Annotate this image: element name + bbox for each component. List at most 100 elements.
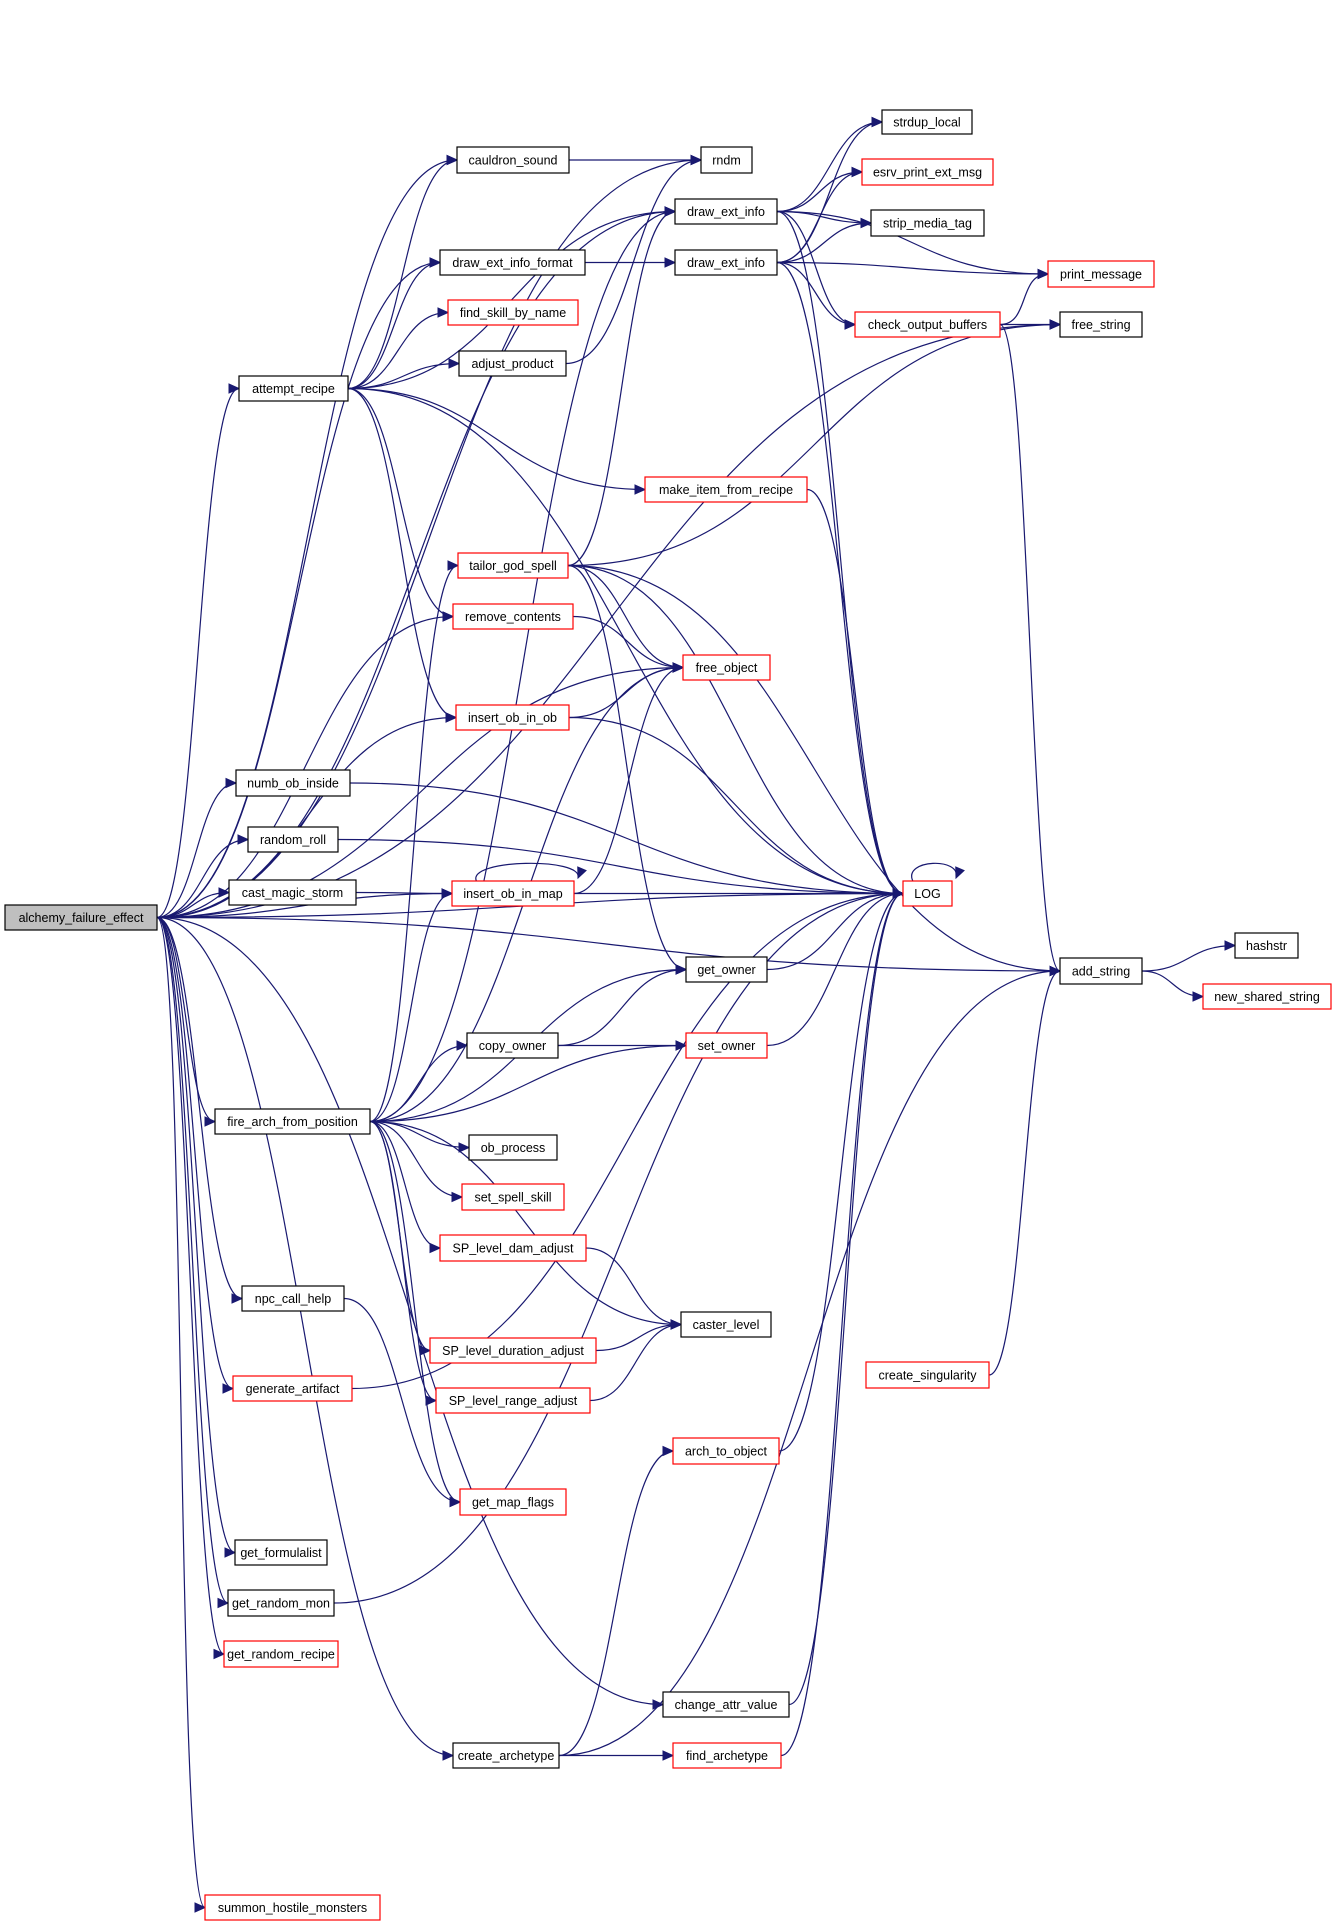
edge-remove_contents-to-free_object [572, 615, 684, 669]
node-find-skill-by-name[interactable]: find_skill_by_name [447, 299, 579, 326]
node-log[interactable]: LOG [902, 880, 953, 907]
arrowhead [218, 887, 231, 898]
edge-create_archetype-to-add_string [558, 970, 1061, 1757]
node-get-random-mon[interactable]: get_random_mon [227, 1589, 335, 1617]
node-strip-media-tag[interactable]: strip_media_tag [870, 209, 985, 237]
arrowhead [456, 1040, 469, 1051]
node-summon-hostile-monsters[interactable]: summon_hostile_monsters [204, 1894, 381, 1921]
node-cauldron-sound[interactable]: cauldron_sound [456, 146, 570, 174]
node-strdup-local[interactable]: strdup_local [881, 109, 973, 135]
arrowhead [1049, 319, 1062, 330]
node-get-formulalist[interactable]: get_formulalist [234, 1539, 328, 1566]
arrowhead [442, 611, 455, 622]
edge-draw_ext_info_2-to-check_output_buffers [776, 261, 856, 326]
node-label: free_object [696, 661, 758, 675]
edge-alchemy_failure_effect-to-remove_contents [156, 615, 454, 919]
node-label: make_item_from_recipe [659, 483, 793, 497]
edge-alchemy_failure_effect-to-change_attr_value [156, 916, 664, 1706]
node-esrv-print-ext-msg[interactable]: esrv_print_ext_msg [861, 158, 994, 186]
node-label: random_roll [260, 833, 326, 847]
node-set-spell-skill[interactable]: set_spell_skill [461, 1183, 565, 1211]
node-new-shared-string[interactable]: new_shared_string [1202, 983, 1332, 1010]
node-free-string[interactable]: free_string [1059, 311, 1143, 338]
node-label: copy_owner [479, 1039, 546, 1053]
node-arch-to-object[interactable]: arch_to_object [672, 1437, 780, 1465]
node-label: find_archetype [686, 1749, 768, 1763]
node-tailor-god-spell[interactable]: tailor_god_spell [457, 552, 569, 579]
node-sp-level-dam-adjust[interactable]: SP_level_dam_adjust [439, 1234, 587, 1262]
arrowhead [451, 1191, 464, 1203]
node-label: SP_level_range_adjust [449, 1394, 578, 1408]
node-attempt-recipe[interactable]: attempt_recipe [238, 375, 349, 402]
node-caster-level[interactable]: caster_level [680, 1311, 772, 1338]
arrowhead [449, 1496, 462, 1508]
edge-check_output_buffers-to-print_message [999, 273, 1049, 326]
node-set-owner[interactable]: set_owner [685, 1032, 768, 1059]
arrowhead [437, 307, 450, 318]
edge-insert_ob_in_map-to-free_object [573, 666, 684, 895]
node-label: draw_ext_info_format [452, 256, 573, 270]
edge-fire_arch_from_position-to-copy_owner [369, 1044, 468, 1123]
node-numb-ob-inside[interactable]: numb_ob_inside [235, 769, 351, 797]
node-add-string[interactable]: add_string [1059, 957, 1143, 985]
node-copy-owner[interactable]: copy_owner [466, 1032, 559, 1059]
edge-add_string-to-hashstr [1141, 944, 1236, 972]
edge-arch_to_object-to-LOG [778, 892, 904, 1452]
node-rndm[interactable]: rndm [700, 146, 753, 174]
node-random-roll[interactable]: random_roll [247, 826, 339, 853]
node-alchemy-failure-effect[interactable]: alchemy_failure_effect [4, 904, 158, 931]
edge-numb_ob_inside-to-LOG [349, 782, 904, 895]
edge-alchemy_failure_effect-to-attempt_recipe [156, 387, 240, 919]
edge-attempt_recipe-to-adjust_product [347, 362, 460, 390]
edge-fire_arch_from_position-to-set_owner [369, 1044, 687, 1123]
edge-create_archetype-to-arch_to_object [558, 1450, 674, 1757]
node-free-object[interactable]: free_object [682, 654, 771, 681]
node-draw-ext-info-2[interactable]: draw_ext_info [674, 249, 778, 276]
node-sp-level-duration-adjust[interactable]: SP_level_duration_adjust [429, 1337, 597, 1364]
arrowhead [670, 1319, 683, 1330]
node-generate-artifact[interactable]: generate_artifact [232, 1375, 353, 1402]
node-insert-ob-in-ob[interactable]: insert_ob_in_ob [455, 704, 570, 731]
arrowhead [662, 1445, 675, 1457]
node-label: create_archetype [458, 1749, 555, 1763]
arrowhead [204, 1116, 217, 1127]
node-npc-call-help[interactable]: npc_call_help [241, 1285, 345, 1312]
node-create-singularity[interactable]: create_singularity [865, 1361, 990, 1389]
edge-draw_ext_info_2-to-strdup_local [776, 121, 883, 264]
node-get-random-recipe[interactable]: get_random_recipe [223, 1640, 339, 1668]
edge-attempt_recipe-to-LOG [347, 387, 904, 895]
node-label: rndm [712, 154, 740, 168]
node-ob-process[interactable]: ob_process [468, 1134, 558, 1161]
arrowhead [892, 888, 905, 899]
node-check-output-buffers[interactable]: check_output_buffers [854, 311, 1001, 338]
node-adjust-product[interactable]: adjust_product [458, 350, 567, 377]
node-print-message[interactable]: print_message [1047, 260, 1155, 288]
node-hashstr[interactable]: hashstr [1234, 932, 1299, 959]
node-get-map-flags[interactable]: get_map_flags [459, 1488, 567, 1516]
node-draw-ext-info[interactable]: draw_ext_info [674, 198, 778, 225]
node-change-attr-value[interactable]: change_attr_value [662, 1691, 790, 1718]
edge-fire_arch_from_position-to-tailor_god_spell [369, 564, 459, 1123]
edge-create_singularity-to-add_string [988, 970, 1061, 1376]
edge-SP_level_duration_adjust-to-caster_level [595, 1323, 682, 1352]
edge-attempt_recipe-to-insert_ob_in_ob [347, 387, 457, 719]
node-cast-magic-storm[interactable]: cast_magic_storm [228, 879, 357, 906]
arrowhead [662, 1750, 675, 1761]
node-sp-level-range-adjust[interactable]: SP_level_range_adjust [435, 1387, 591, 1414]
arrowhead [231, 1293, 244, 1304]
node-remove-contents[interactable]: remove_contents [452, 603, 574, 630]
node-get-owner[interactable]: get_owner [685, 956, 768, 983]
node-create-archetype[interactable]: create_archetype [452, 1742, 560, 1769]
edge-fire_arch_from_position-to-caster_level [369, 1120, 682, 1326]
node-fire-arch-from-position[interactable]: fire_arch_from_position [214, 1108, 371, 1135]
edge-draw_ext_info_1-to-print_message [776, 210, 1049, 275]
node-draw-ext-info-format[interactable]: draw_ext_info_format [439, 249, 586, 276]
node-make-item-from-recipe[interactable]: make_item_from_recipe [644, 476, 808, 503]
arrowhead [441, 888, 454, 899]
node-find-archetype[interactable]: find_archetype [672, 1742, 782, 1769]
node-label: insert_ob_in_map [463, 887, 562, 901]
edge-check_output_buffers-to-add_string [999, 323, 1061, 972]
node-insert-ob-in-map[interactable]: insert_ob_in_map [451, 880, 575, 907]
edge-SP_level_dam_adjust-to-caster_level [585, 1247, 682, 1326]
edge-draw_ext_info_2-to-esrv_print_ext_msg [776, 171, 863, 264]
